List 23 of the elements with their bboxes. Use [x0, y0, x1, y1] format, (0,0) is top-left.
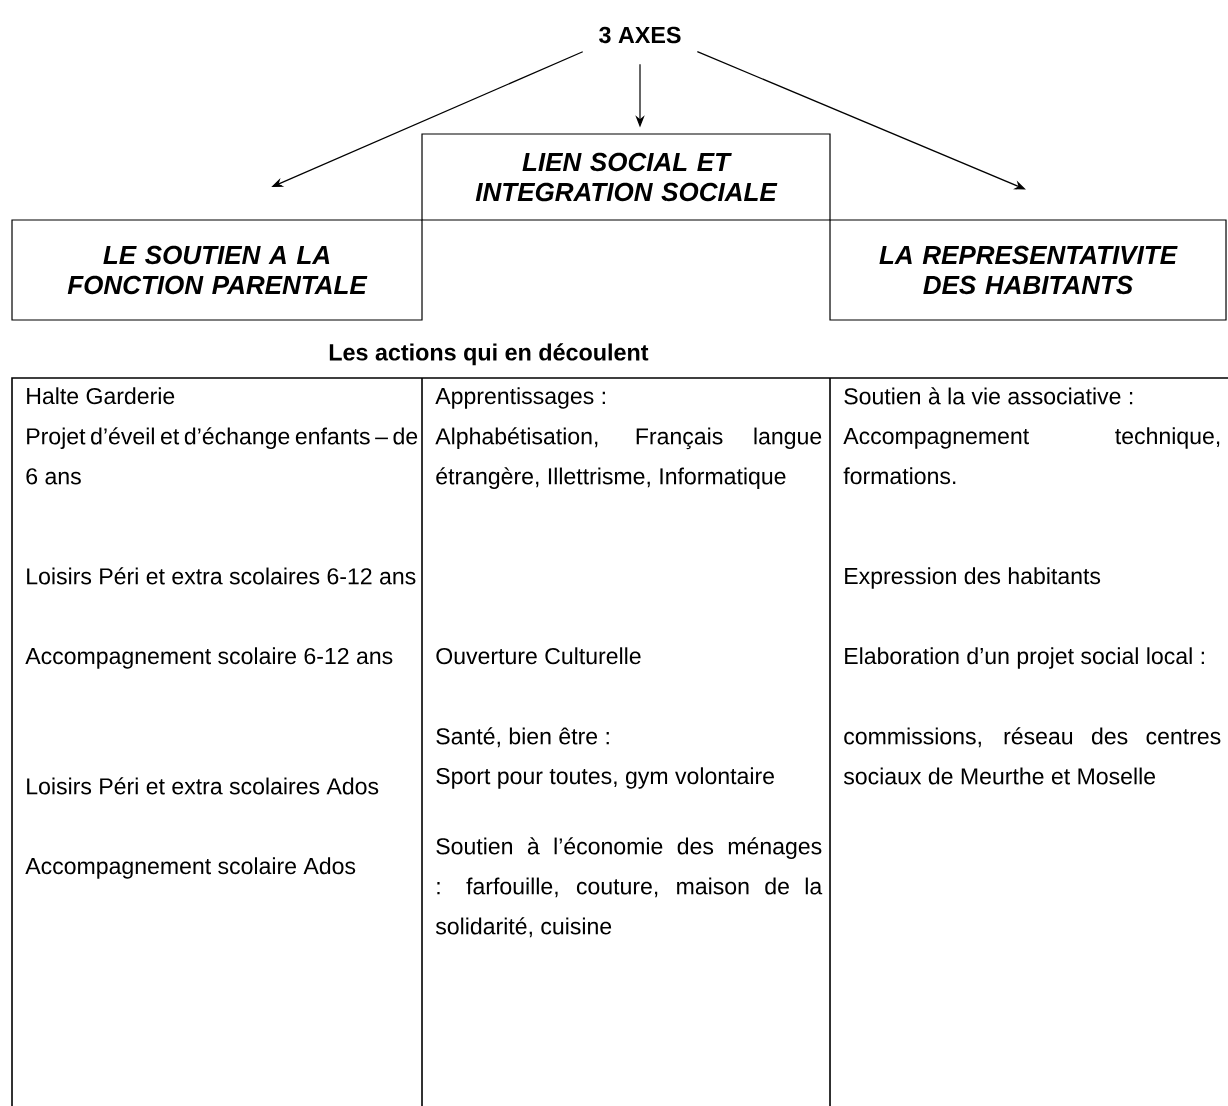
cell-text: Accompagnement scolaire 6-12 ans — [25, 647, 393, 669]
heading-box: LIEN SOCIAL ET INTEGRATION SOCIALE — [421, 133, 831, 221]
cell-text: Alphabétisation, Français langue étrangère, Illettrisme, Informatique — [435, 427, 822, 490]
cell-text: Soutien à la vie associative : — [844, 387, 1133, 405]
cell-text: Elaboration d’un projet social local : — [845, 647, 1204, 669]
heading-box: LA REPRESENTATIVITE DES HABITANTS — [829, 219, 1227, 321]
heading-text: 3 AXES — [599, 26, 681, 44]
cell-text: Sport pour toutes, gym volontaire — [436, 767, 774, 789]
cell-text: Loisirs Péri et extra scolaires 6-12 ans — [27, 567, 416, 585]
arrow — [696, 51, 1026, 190]
cell-text: Accompagnement technique, formations. — [843, 427, 1220, 485]
section-heading: Les actions qui en découlent — [329, 343, 649, 366]
cell-text: Halte Garderie — [27, 387, 175, 405]
cell-text: Apprentissages : — [435, 387, 605, 409]
cell-text: Expression des habitants — [845, 567, 1101, 589]
cell-text: Accompagnement scolaire Ados — [25, 857, 356, 879]
cell-text: Loisirs Péri et extra scolaires Ados — [27, 777, 379, 795]
cell-text: Ouverture Culturelle — [436, 647, 641, 665]
cell-text: Soutien à l’économie des ménages : farfouille, couture, maison de la solidarité, cuisine — [435, 837, 823, 938]
cell-text: Santé, bien être : — [436, 727, 609, 748]
heading-box: LE SOUTIEN A LA FONCTION PARENTALE — [11, 219, 423, 321]
cell-text: Projet d’éveil et d’échange enfants – de 6 ans — [26, 427, 418, 485]
cell-text: commissions, réseau des centres sociaux de Meurthe et Moselle — [843, 727, 1221, 785]
